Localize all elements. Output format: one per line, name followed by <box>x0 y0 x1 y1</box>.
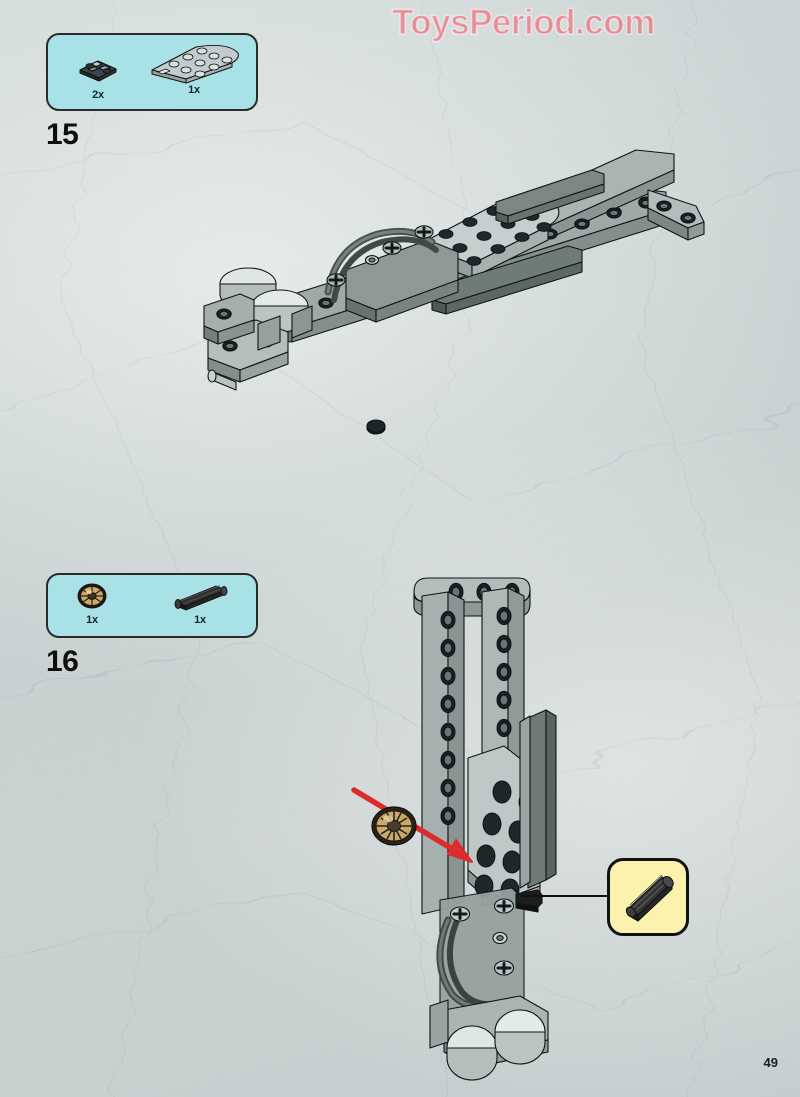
arrow-head <box>447 839 473 863</box>
inset-axle-art <box>625 874 674 922</box>
step-number-15: 15 <box>46 118 79 151</box>
part-art-tan-gold-gear <box>62 579 122 613</box>
part-qty: 1x <box>86 614 98 626</box>
inset-leader-line <box>521 895 609 897</box>
parts-callout-step-15: 2x <box>46 33 258 111</box>
watermark: ToysPeriod.com <box>391 2 656 43</box>
part-qty: 2x <box>92 89 104 101</box>
part-art-light-gray-wedge-plate <box>140 39 248 84</box>
part-qty: 1x <box>194 614 206 626</box>
gold-gear <box>371 806 417 846</box>
part-black-technic-axle: 1x <box>158 579 242 626</box>
part-dark-gray-modified-plate: 2x <box>66 44 130 101</box>
parts-callout-step-16: 1x 1x <box>46 573 258 638</box>
insertion-arrow-and-gear-step-16 <box>351 787 473 863</box>
part-tan-gold-gear: 1x <box>62 579 122 626</box>
step-number-16: 16 <box>46 645 79 678</box>
page-number: 49 <box>763 1055 778 1070</box>
axle-detail-inset <box>607 858 689 936</box>
part-qty: 1x <box>188 84 200 96</box>
part-art-black-technic-axle <box>158 579 242 613</box>
assembly-illustration-step-15 <box>203 149 705 435</box>
part-light-gray-wedge-plate: 1x <box>140 39 248 96</box>
part-art-dark-gray-modified-plate <box>66 44 130 88</box>
